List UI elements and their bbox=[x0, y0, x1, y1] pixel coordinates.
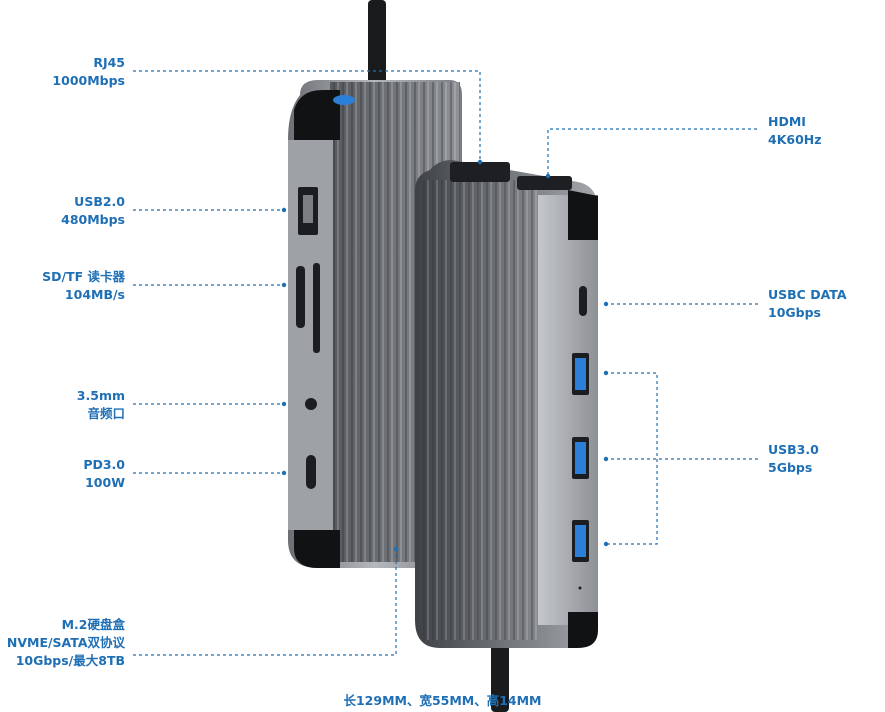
label-audio-line2: 音频口 bbox=[87, 406, 125, 421]
label-rj45-line2: 1000Mbps bbox=[52, 73, 125, 88]
leader-lines bbox=[133, 70, 760, 656]
label-usbc: USBC DATA 10Gbps bbox=[768, 286, 847, 322]
label-hdmi-line2: 4K60Hz bbox=[768, 132, 822, 147]
sd-slot-icon bbox=[296, 266, 305, 328]
label-usb3-line2: 5Gbps bbox=[768, 460, 813, 475]
power-button-icon bbox=[333, 95, 355, 105]
label-pd-line1: PD3.0 bbox=[83, 457, 125, 472]
label-hdmi: HDMI 4K60Hz bbox=[768, 113, 822, 149]
label-m2-line2: NVME/SATA双协议 bbox=[6, 635, 125, 650]
label-usb2-line2: 480Mbps bbox=[61, 212, 125, 227]
pd-port-icon bbox=[306, 455, 316, 489]
label-pd-line2: 100W bbox=[85, 475, 125, 490]
label-usb2-line1: USB2.0 bbox=[74, 194, 125, 209]
label-audio-line1: 3.5mm bbox=[76, 388, 125, 403]
label-sdtf-line1: SD/TF 读卡器 bbox=[42, 269, 125, 284]
label-sdtf: SD/TF 读卡器 104MB/s bbox=[42, 268, 125, 304]
label-usbc-line1: USBC DATA bbox=[768, 287, 847, 302]
label-sdtf-line2: 104MB/s bbox=[64, 287, 125, 302]
label-rj45-line1: RJ45 bbox=[93, 55, 125, 70]
label-usb3: USB3.0 5Gbps bbox=[768, 441, 819, 477]
dimensions-caption: 长129MM、宽55MM、高14MM bbox=[343, 693, 542, 708]
tf-slot-icon bbox=[313, 263, 320, 353]
label-m2: M.2硬盘盒 NVME/SATA双协议 10Gbps/最大8TB bbox=[7, 616, 125, 670]
label-rj45: RJ45 1000Mbps bbox=[52, 54, 125, 90]
usbc-data-port-icon bbox=[579, 286, 587, 316]
label-hdmi-line1: HDMI bbox=[768, 114, 806, 129]
label-pd: PD3.0 100W bbox=[83, 456, 125, 492]
front-ssd-unit bbox=[415, 160, 598, 648]
label-audio: 3.5mm 音频口 bbox=[77, 387, 125, 423]
audio-jack-icon bbox=[305, 398, 317, 410]
label-usb2: USB2.0 480Mbps bbox=[61, 193, 125, 229]
top-cable bbox=[368, 0, 386, 100]
label-m2-line3: 10Gbps/最大8TB bbox=[15, 653, 125, 668]
label-usbc-line2: 10Gbps bbox=[768, 305, 821, 320]
label-m2-line1: M.2硬盘盒 bbox=[61, 617, 125, 632]
label-usb3-line1: USB3.0 bbox=[768, 442, 819, 457]
